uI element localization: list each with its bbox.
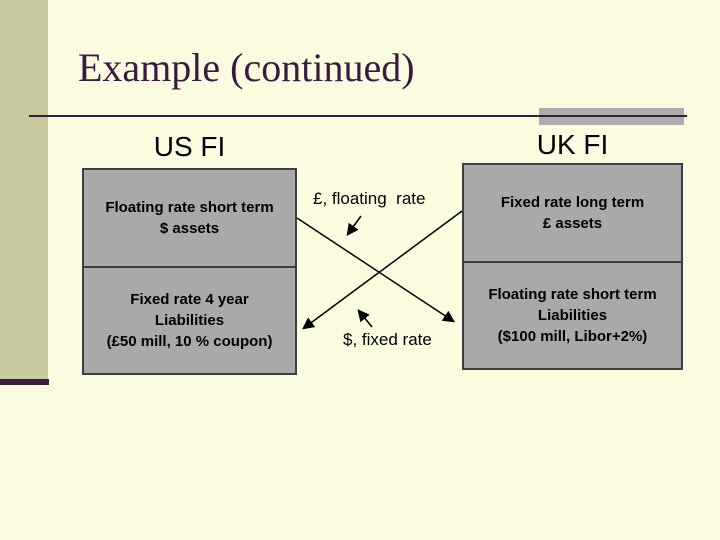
us-fi-balance-sheet: Floating rate short term $ assets Fixed … [82, 168, 297, 375]
uk-assets-line1: Fixed rate long term [500, 194, 645, 211]
dollar-flow-label: $, fixed rate [343, 330, 432, 349]
uk-liabilities-line2: Liabilities [537, 307, 608, 324]
title-underline-rule [29, 115, 687, 117]
us-liabilities-line1: Fixed rate 4 year [130, 291, 249, 308]
swap-arrow-dollar-to-uk [296, 217, 456, 323]
page-title: Example (continued) [78, 45, 415, 90]
sidebar-bottom-rule [0, 379, 49, 385]
uk-fi-label: UK FI [536, 129, 609, 160]
swap-arrow-pound-to-us [302, 210, 463, 330]
us-assets-line1: Floating rate short term [105, 199, 274, 216]
dollar-label-pointer-arrow [357, 309, 373, 328]
pound-label-pointer-arrow [346, 215, 362, 236]
us-liabilities-box: Fixed rate 4 year Liabilities (£50 mill,… [84, 268, 295, 373]
us-fi-label: US FI [153, 131, 226, 162]
pound-flow-label: £, floating rate [313, 189, 426, 208]
uk-liabilities-box: Floating rate short term Liabilities ($1… [464, 263, 681, 368]
us-liabilities-line3: (£50 mill, 10 % coupon) [106, 333, 273, 350]
us-liabilities-line2: Liabilities [154, 312, 225, 329]
uk-assets-box: Fixed rate long term £ assets [464, 165, 681, 263]
uk-fi-balance-sheet: Fixed rate long term £ assets Floating r… [462, 163, 683, 370]
us-assets-line2: $ assets [159, 220, 220, 237]
uk-liabilities-line1: Floating rate short term [488, 286, 657, 303]
uk-liabilities-line3: ($100 mill, Libor+2%) [497, 328, 648, 345]
us-assets-box: Floating rate short term $ assets [84, 170, 295, 268]
sidebar-accent-bar [0, 0, 48, 381]
uk-assets-line2: £ assets [542, 215, 603, 232]
